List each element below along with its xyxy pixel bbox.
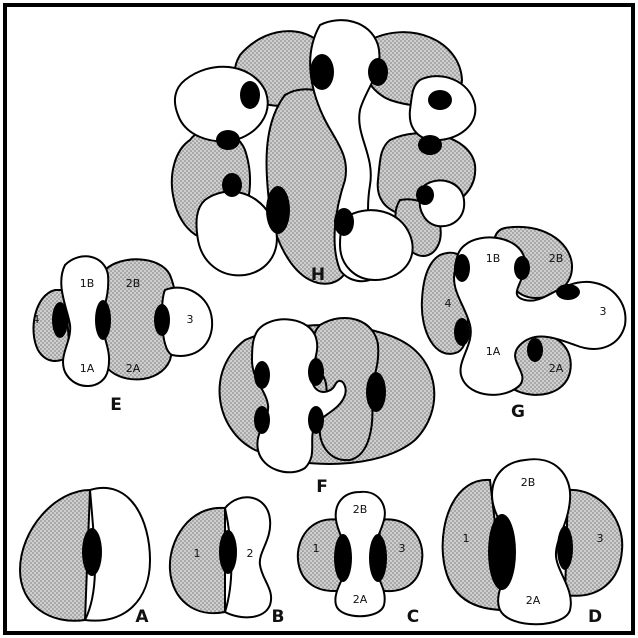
blob-h-1 (310, 54, 334, 90)
blob-g-4 (527, 338, 543, 362)
cell-label-e-2a: 2A (126, 362, 141, 375)
blob-f-2 (254, 406, 270, 434)
blob-f-3 (308, 358, 324, 386)
cell-label-d-2b: 2B (521, 476, 536, 489)
panel-label-g: G (511, 402, 525, 422)
cell-label-e-1a: 1A (80, 362, 95, 375)
blob-d-2 (557, 526, 573, 570)
cell-label-g-4: 4 (445, 297, 452, 310)
cell-label-e-3: 3 (187, 313, 194, 326)
blob-a-1 (82, 528, 102, 576)
panel-label-a: A (135, 607, 149, 627)
blob-c-1 (334, 534, 352, 582)
blob-g-2 (454, 318, 470, 346)
cell-label-c-3: 3 (399, 542, 406, 555)
blob-e-2 (95, 300, 111, 340)
cell-label-g-1b: 1B (486, 252, 501, 265)
blob-d-1 (488, 514, 516, 590)
panel-label-e: E (110, 395, 122, 415)
blob-g-5 (556, 284, 580, 300)
cell-label-g-2a: 2A (549, 362, 564, 375)
panel-label-h: H (311, 265, 325, 285)
cell-label-d-1: 1 (463, 532, 470, 545)
cell-label-e-2b: 2B (126, 277, 141, 290)
cell-label-e-4: 4 (33, 313, 40, 326)
blob-h-9 (266, 186, 290, 234)
cell-label-b-2: 2 (247, 547, 254, 560)
cell-label-c-2b: 2B (353, 503, 368, 516)
blob-e-1 (52, 302, 68, 338)
blob-h-4 (428, 90, 452, 110)
cell-label-d-3: 3 (597, 532, 604, 545)
cell-label-b-1: 1 (194, 547, 201, 560)
blob-f-4 (308, 406, 324, 434)
cell-label-c-1: 1 (313, 542, 320, 555)
blob-e-3 (154, 304, 170, 336)
panel-label-c: C (407, 607, 419, 627)
blob-h-7 (222, 173, 242, 197)
blob-b-1 (219, 530, 237, 574)
cell-label-c-2a: 2A (353, 593, 368, 606)
cell-label-d-2a: 2A (526, 594, 541, 607)
blob-h-2 (368, 58, 388, 86)
blob-c-2 (369, 534, 387, 582)
cell-label-g-1a: 1A (486, 345, 501, 358)
blob-g-3 (514, 256, 530, 280)
cell-label-g-3: 3 (600, 305, 607, 318)
blob-h-10 (334, 208, 354, 236)
panel-label-f: F (316, 477, 328, 497)
blob-f-1 (254, 361, 270, 389)
cell-label-g-2b: 2B (549, 252, 564, 265)
cell-label-e-1b: 1B (80, 277, 95, 290)
blob-h-8 (416, 185, 434, 205)
panel-label-d: D (588, 607, 602, 627)
panel-label-b: B (272, 607, 285, 627)
blob-h-5 (216, 130, 240, 150)
blob-g-1 (454, 254, 470, 282)
blob-h-3 (240, 81, 260, 109)
blob-f-5 (366, 372, 386, 412)
blob-h-6 (418, 135, 442, 155)
